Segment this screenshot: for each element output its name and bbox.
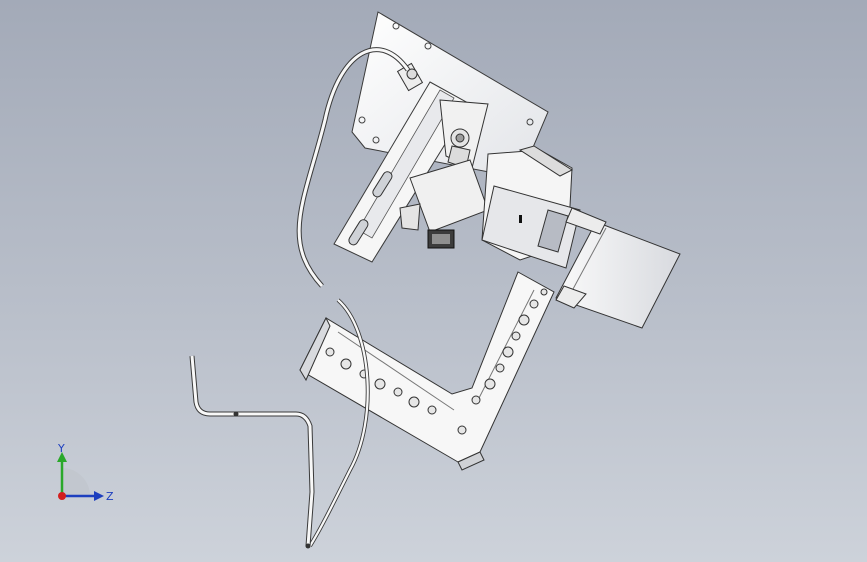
y-axis-label: Y	[57, 442, 65, 455]
slotted-bracket[interactable]	[333, 81, 471, 263]
gripper-block[interactable]	[399, 159, 489, 249]
plate-holes	[325, 288, 548, 435]
wire-harness[interactable]	[189, 355, 315, 547]
stepper-motor[interactable]	[555, 207, 681, 329]
linear-actuator[interactable]	[481, 145, 581, 269]
x-axis-dot	[58, 492, 66, 500]
z-axis-label: Z	[106, 490, 114, 503]
l-base-plate[interactable]	[299, 271, 555, 471]
axis-triad: Y Z	[57, 442, 114, 503]
sensor-fitting[interactable]	[396, 62, 424, 92]
